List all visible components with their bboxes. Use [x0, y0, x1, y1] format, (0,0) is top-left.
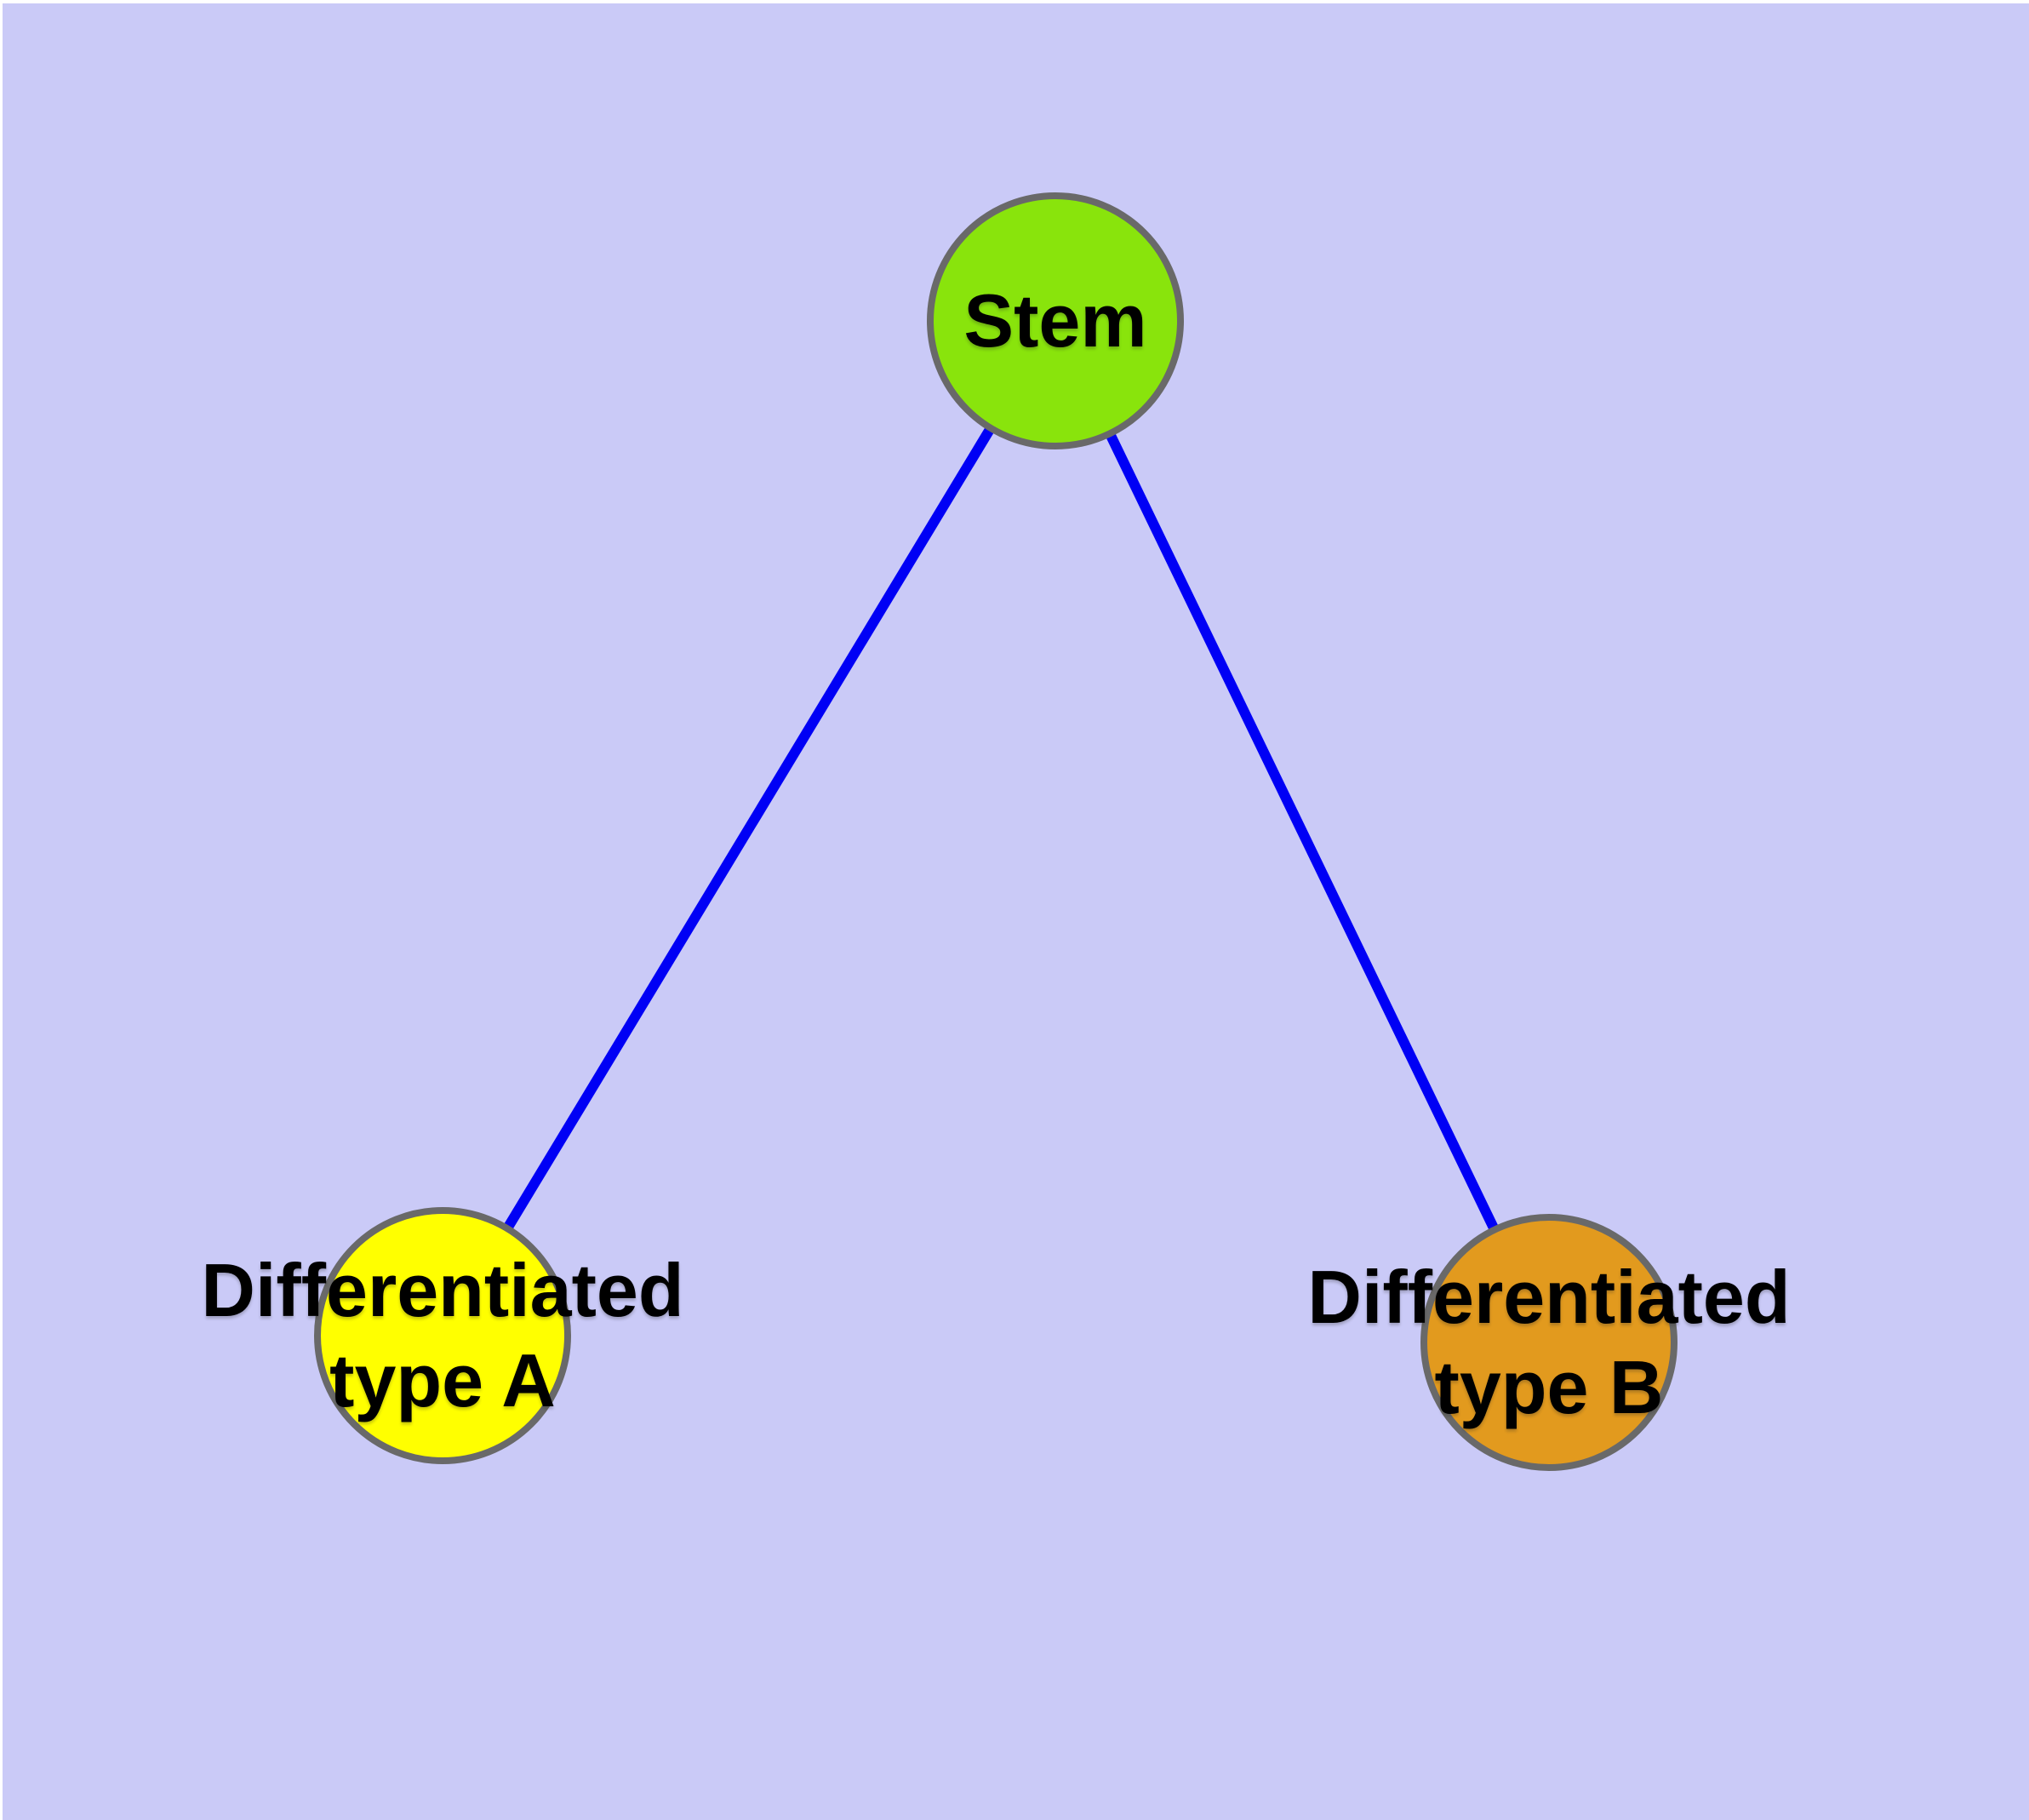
- diagram-canvas: Stem Differentiated type A Differentiate…: [3, 3, 2029, 1820]
- edge-layer: [437, 318, 1554, 1345]
- edge-stem-to-type-a: [437, 318, 1060, 1339]
- node-differentiated-type-b: [1420, 1214, 1677, 1471]
- node-stem-cell: [927, 192, 1184, 449]
- edge-stem-to-type-b: [1050, 318, 1554, 1345]
- node-differentiated-type-a: [314, 1207, 571, 1464]
